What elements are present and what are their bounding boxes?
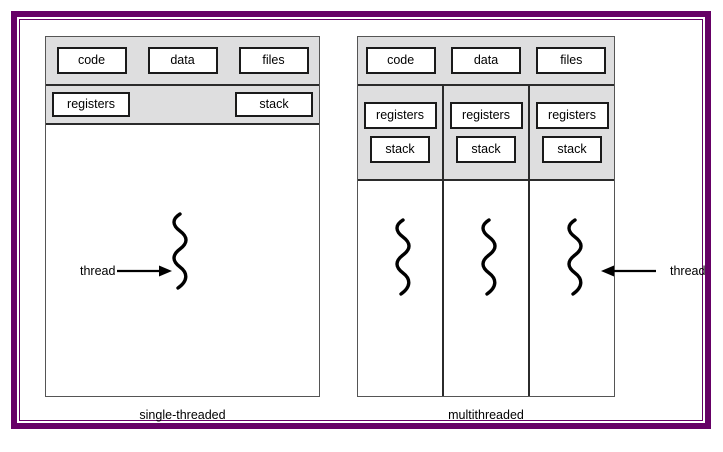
resource-box-stack: stack <box>456 136 516 163</box>
caption-single-threaded: single-threaded <box>139 408 226 422</box>
diagram-canvas: code data files registers stack <box>20 20 705 422</box>
figure-frame-inner-line: code data files registers stack <box>19 19 705 422</box>
thread-column-3 <box>530 181 614 396</box>
resource-box-registers: registers <box>363 102 437 129</box>
thread-squiggle-icon <box>567 218 583 296</box>
resource-box-data: data <box>147 47 218 74</box>
resource-box-stack: stack <box>235 92 313 117</box>
caption-multithreaded: multithreaded <box>448 408 524 422</box>
thread-resources-band-single: registers stack <box>46 86 319 125</box>
resource-box-stack: stack <box>370 136 430 163</box>
resource-box-stack: stack <box>542 136 602 163</box>
resource-box-registers: registers <box>449 102 523 129</box>
thread-squiggle-icon <box>481 218 497 296</box>
figure-frame-inner-white: code data files registers stack <box>17 17 705 423</box>
resource-box-files: files <box>536 47 607 74</box>
shared-resources-band-single: code data files <box>46 37 319 86</box>
thread-column-2 <box>444 181 530 396</box>
process-body-single <box>46 125 319 396</box>
single-threaded-process-panel: code data files registers stack <box>45 36 320 397</box>
arrow-left-icon <box>601 265 656 277</box>
thread-annotation-label: thread <box>80 263 116 278</box>
resource-box-files: files <box>238 47 309 74</box>
thread-column-1 <box>358 181 444 396</box>
thread-resource-column-1: registers stack <box>358 86 444 179</box>
thread-squiggle-icon <box>395 218 411 296</box>
resource-box-code: code <box>56 47 127 74</box>
resource-box-code: code <box>365 47 436 74</box>
thread-annotation-label: thread <box>670 263 706 278</box>
thread-resource-column-2: registers stack <box>444 86 530 179</box>
figure-frame: code data files registers stack <box>11 11 711 429</box>
resource-box-data: data <box>450 47 521 74</box>
arrow-right-icon <box>117 265 173 277</box>
thread-annotation-single: thread <box>80 264 173 278</box>
thread-resources-band-multi: registers stack registers stack register… <box>358 86 614 181</box>
process-body-multi <box>358 181 614 396</box>
thread-column-single <box>46 125 319 396</box>
thread-resource-column-3: registers stack <box>530 86 614 179</box>
resource-box-registers: registers <box>535 102 609 129</box>
resource-box-registers: registers <box>52 92 130 117</box>
multithreaded-process-panel: code data files registers stack register… <box>357 36 615 397</box>
thread-annotation-multi: thread <box>600 264 705 278</box>
thread-squiggle-icon <box>172 212 188 290</box>
shared-resources-band-multi: code data files <box>358 37 614 86</box>
